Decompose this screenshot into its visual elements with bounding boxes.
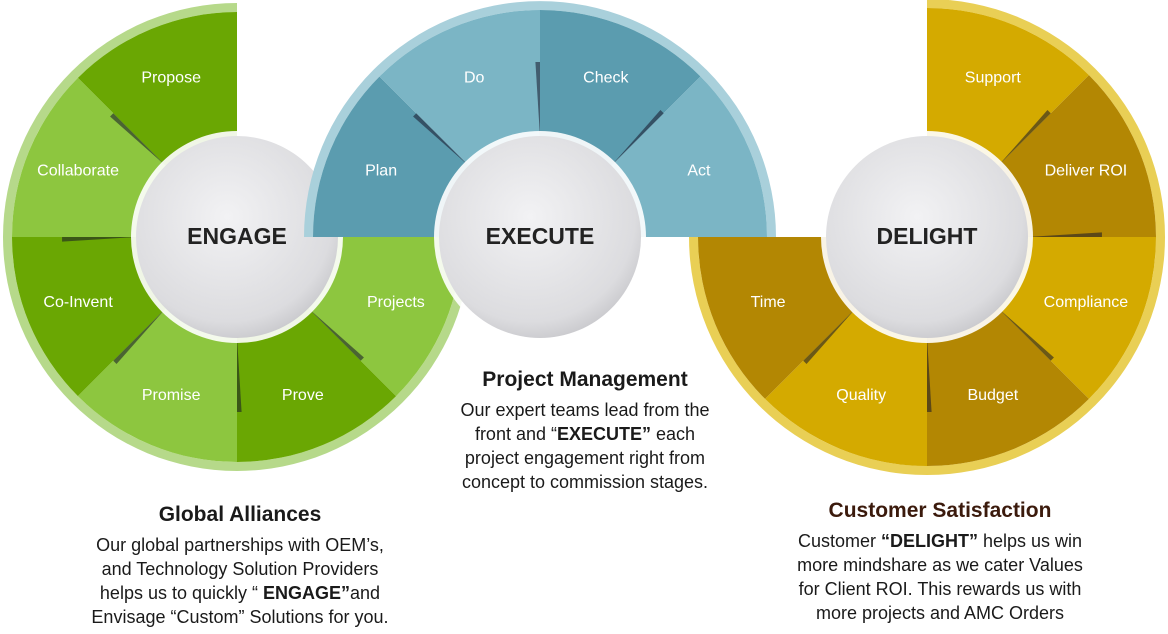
hub-label: DELIGHT xyxy=(877,223,978,249)
hub-circle xyxy=(439,136,641,338)
wheel-segment xyxy=(610,76,767,238)
emphasis-text: ENGAGE” xyxy=(263,583,351,603)
project-management-block: Project Management Our expert teams lead… xyxy=(385,368,785,494)
hub-circle xyxy=(826,136,1028,338)
block-line: concept to commission stages. xyxy=(385,470,785,494)
segment-label: Promise xyxy=(142,387,201,404)
wheel-segment xyxy=(540,10,701,167)
wheel-segment xyxy=(927,307,1089,466)
segment-label: Projects xyxy=(367,294,425,311)
wheel-segment xyxy=(997,237,1156,399)
line-text: more projects and AMC Orders xyxy=(815,603,1065,623)
segment-label: Propose xyxy=(141,69,201,86)
wheel-segment xyxy=(237,307,397,462)
segment-label: Compliance xyxy=(1044,294,1129,311)
wheel-segment xyxy=(313,76,470,238)
wheel-segment xyxy=(698,237,857,399)
line-text: front and “ xyxy=(474,424,557,444)
block-line: Envisage “Custom” Solutions for you. xyxy=(40,605,440,629)
global-alliances-block: Global Alliances Our global partnerships… xyxy=(40,503,440,629)
segment-divider xyxy=(800,307,857,364)
segment-label: Check xyxy=(583,69,629,86)
block-line: Our expert teams lead from the xyxy=(385,398,785,422)
line-text: Our global partnerships with OEM’s, xyxy=(96,535,384,555)
line-text: Customer xyxy=(797,531,881,551)
line-text: Our expert teams lead from the xyxy=(460,400,710,420)
segment-label: Support xyxy=(965,69,1022,86)
line-text: helps us win xyxy=(977,531,1083,551)
line-text: more mindshare as we cater Values xyxy=(797,555,1083,575)
wheel-segment xyxy=(307,237,462,397)
segment-label: Time xyxy=(751,294,786,311)
emphasis-text: EXECUTE” xyxy=(556,424,652,444)
block-line: more mindshare as we cater Values xyxy=(745,553,1135,577)
block-line: front and “EXECUTE” each xyxy=(385,422,785,446)
segment-label: Co-Invent xyxy=(43,294,113,311)
block-line: helps us to quickly “ ENGAGE”and xyxy=(40,581,440,605)
segment-label: Deliver ROI xyxy=(1045,162,1128,179)
wheel-segment xyxy=(77,307,237,462)
block-title: Customer Satisfaction xyxy=(828,499,1052,522)
block-title: Global Alliances xyxy=(158,503,322,526)
segment-label: Budget xyxy=(967,387,1018,404)
line-text: and xyxy=(350,583,381,603)
line-text: for Client ROI. This rewards us with xyxy=(798,579,1082,599)
line-text: project engagement right from xyxy=(464,448,706,468)
line-text: each xyxy=(651,424,696,444)
block-line: Our global partnerships with OEM’s, xyxy=(40,533,440,557)
line-text: helps us to quickly “ xyxy=(99,583,263,603)
segment-divider xyxy=(610,110,667,167)
hub-label: ENGAGE xyxy=(187,223,287,249)
hub-label: EXECUTE xyxy=(486,223,595,249)
segment-label: Quality xyxy=(836,387,886,404)
line-text: and Technology Solution Providers xyxy=(101,559,379,579)
hub-circle xyxy=(136,136,338,338)
wheel-segment xyxy=(77,12,237,167)
block-line: Customer “DELIGHT” helps us win xyxy=(745,529,1135,553)
wheel-segment xyxy=(12,237,167,397)
segment-label: Act xyxy=(687,162,711,179)
block-line: for Client ROI. This rewards us with xyxy=(745,577,1135,601)
wheel-segment xyxy=(765,307,927,466)
segment-label: Plan xyxy=(365,162,397,179)
wheel-segment xyxy=(379,10,540,167)
block-line: and Technology Solution Providers xyxy=(40,557,440,581)
segment-label: Do xyxy=(464,69,485,86)
wheel-segment xyxy=(12,77,167,237)
wheel-segment xyxy=(997,75,1156,238)
wheel-segment xyxy=(927,8,1089,167)
segment-label: Prove xyxy=(282,387,324,404)
block-title: Project Management xyxy=(482,368,688,391)
block-line: more projects and AMC Orders xyxy=(745,601,1135,625)
block-line: project engagement right from xyxy=(385,446,785,470)
segment-label: Collaborate xyxy=(37,162,119,179)
line-text: concept to commission stages. xyxy=(461,472,709,492)
emphasis-text: “DELIGHT” xyxy=(880,531,978,551)
customer-satisfaction-block: Customer Satisfaction Customer “DELIGHT”… xyxy=(745,499,1135,625)
line-text: Envisage “Custom” Solutions for you. xyxy=(91,607,389,627)
